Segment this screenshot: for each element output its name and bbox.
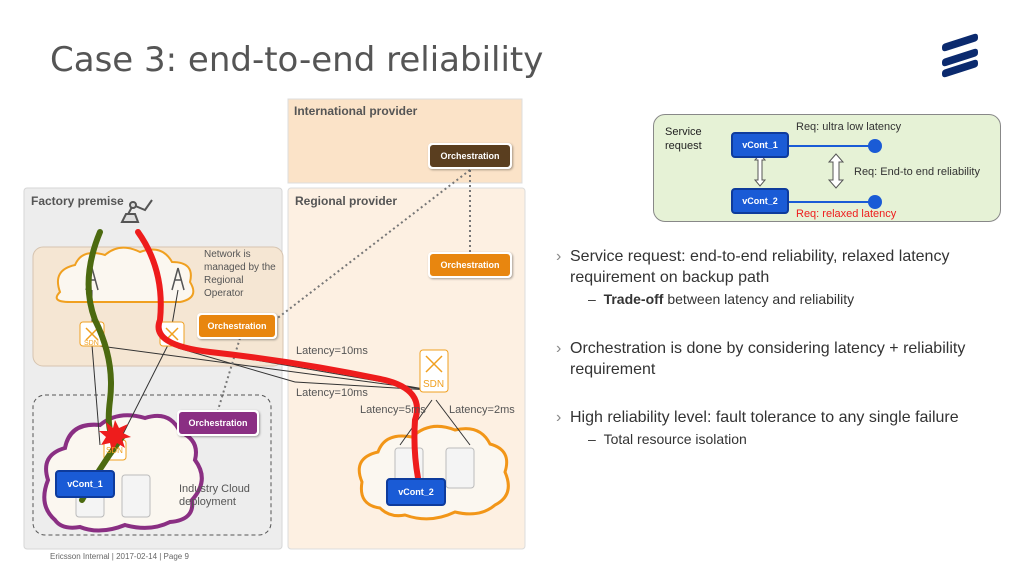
inset-req-ultra-low: Req: ultra low latency [796,121,902,133]
orchestration-links [217,169,471,411]
latency-label-b: Latency=10ms [296,387,368,399]
robot-arm-icon [120,199,153,223]
vcont-2-node[interactable]: vCont_2 [386,478,446,506]
industry-cloud-label: Industry Cloud deployment [179,483,250,508]
factory-premise-label: Factory premise [31,194,124,208]
inset-req-relaxed: Req: relaxed latency [796,208,897,220]
antenna-icons [85,267,185,291]
network-note: Network is managed by the Regional Opera… [204,249,276,299]
orchestration-regional[interactable]: Orchestration [428,252,512,278]
bullet-1-sub: – Trade-off between latency and reliabil… [588,291,855,307]
industry-cloud-boundary [32,394,272,536]
backup-path [79,229,126,503]
orchestration-factory-network[interactable]: Orchestration [197,313,277,339]
footer: Ericsson Internal | 2017-02-14 | Page 9 [50,552,189,561]
bullet-chevron-icon: › [556,340,562,357]
network-diagram [23,98,526,550]
bullet-3: › High reliability level: fault toleranc… [556,409,959,426]
latency-label-a: Latency=10ms [296,345,368,357]
inset-req-e2e: Req: End-to end reliability [854,166,980,178]
inset-service-request: Service request [665,126,702,152]
international-provider-panel [287,98,523,184]
ericsson-logo [942,33,978,78]
bullet-chevron-icon: › [556,248,562,265]
page-title: Case 3: end-to-end reliability [50,40,544,80]
latency-label-c: Latency=5ms [360,404,426,416]
international-provider-label: International provider [294,104,418,118]
bullet-3-sub: – Total resource isolation [588,431,747,447]
service-request-inset [653,114,1001,222]
regional-provider-label: Regional provider [295,194,398,208]
bullet-2: › Orchestration is done by considering l… [556,340,966,378]
orchestration-industry-cloud[interactable]: Orchestration [177,410,259,436]
latency-label-d: Latency=2ms [449,404,515,416]
bullet-chevron-icon: › [556,409,562,426]
inset-vcont-2[interactable]: vCont_2 [731,188,789,214]
orchestration-international[interactable]: Orchestration [428,143,512,169]
inset-vcont-1[interactable]: vCont_1 [731,132,789,158]
failure-burst-icon [99,420,131,452]
primary-path [135,229,421,481]
bullet-1: › Service request: end-to-end reliabilit… [556,248,950,286]
sdn-label-2: SDN [423,379,445,390]
sdn-label-3: SDN [106,446,123,455]
inset-graphics [753,139,882,209]
vcont-1-node[interactable]: vCont_1 [55,470,115,498]
sdn-label-1: SDN [84,340,99,347]
